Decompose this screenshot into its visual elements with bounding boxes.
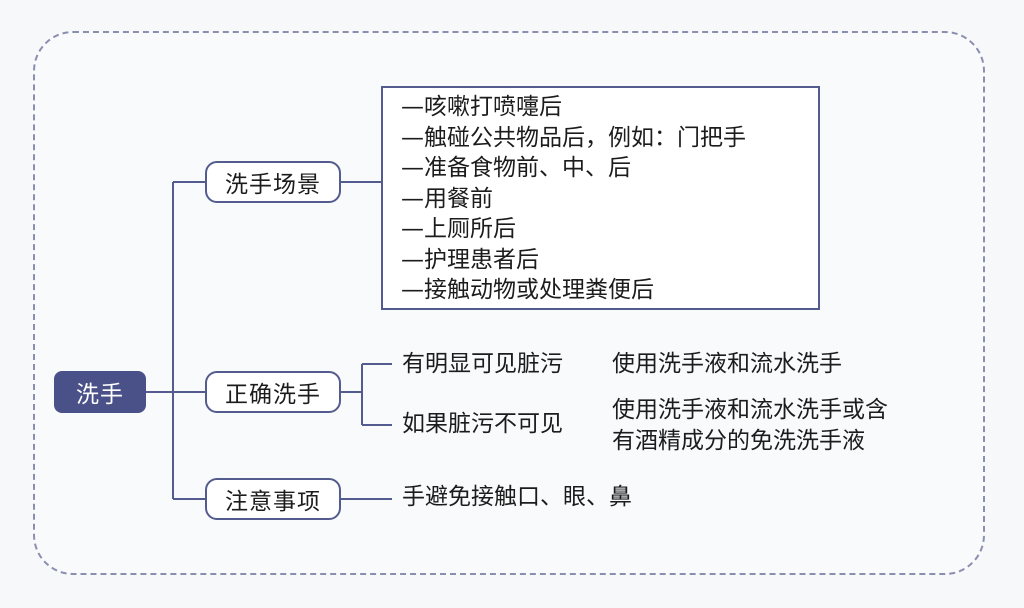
case-visible-dirt: 有明显可见脏污: [402, 351, 563, 377]
scene-item: —用餐前: [401, 185, 493, 212]
scenes-list-box: —咳嗽打喷嚏后 —触碰公共物品后，例如：门把手 —准备食物前、中、后 —用餐前 …: [381, 86, 820, 310]
branch-handwash-scenes: 洗手场景: [205, 161, 341, 203]
scene-item: —准备食物前、中、后: [401, 155, 631, 181]
action-invisible-dirt: 使用洗手液和流水洗手或含 有酒精成分的免洗洗手液: [612, 395, 888, 457]
scene-item: —护理患者后: [401, 246, 539, 273]
scene-item: —上厕所后: [401, 216, 516, 242]
scene-item: —咳嗽打喷嚏后: [401, 94, 562, 120]
case-invisible-dirt: 如果脏污不可见: [402, 411, 563, 437]
action-invisible-dirt-line-1: 使用洗手液和流水洗手或含: [612, 397, 888, 423]
branch-precautions: 注意事项: [205, 478, 341, 520]
scene-item: —接触动物或处理粪便后: [401, 277, 654, 303]
action-visible-dirt: 使用洗手液和流水洗手: [612, 351, 842, 377]
action-invisible-dirt-line-2: 有酒精成分的免洗洗手液: [612, 428, 865, 454]
root-node: 洗手: [54, 371, 146, 413]
branch-correct-handwash: 正确洗手: [205, 371, 341, 413]
scene-item: —触碰公共物品后，例如：门把手: [401, 124, 746, 151]
precaution-note: 手避免接触口、眼、鼻: [402, 484, 632, 510]
